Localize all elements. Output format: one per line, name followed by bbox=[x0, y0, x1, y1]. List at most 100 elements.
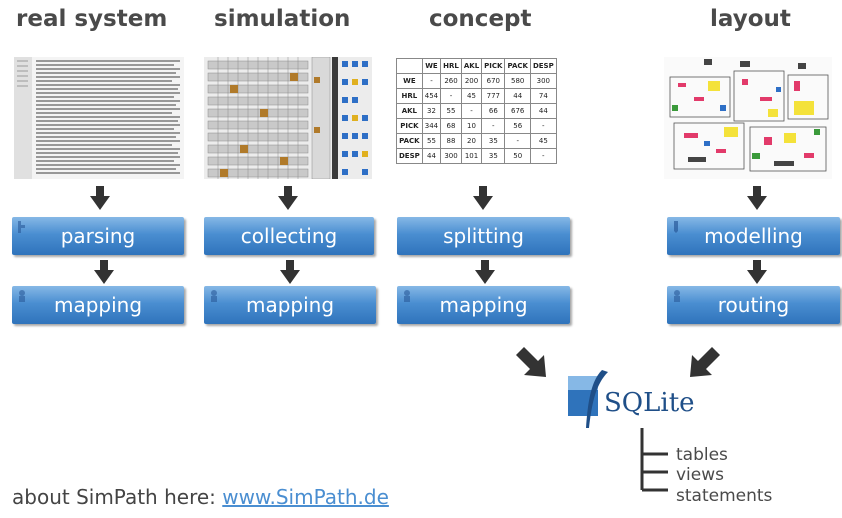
matrix-cell: 260 bbox=[440, 73, 462, 89]
step-mapping: mapping bbox=[204, 286, 376, 324]
matrix-cell: 32 bbox=[421, 103, 442, 119]
matrix-cell: 66 bbox=[481, 103, 506, 119]
step-label: parsing bbox=[60, 224, 136, 248]
matrix-cell: 101 bbox=[460, 148, 483, 164]
matrix-cell: 45 bbox=[529, 133, 557, 149]
step-routing: routing bbox=[667, 286, 840, 324]
matrix-cell: 454 bbox=[421, 88, 442, 104]
matrix-cell: - bbox=[504, 133, 531, 149]
person-icon bbox=[19, 290, 25, 302]
person-icon bbox=[404, 290, 410, 302]
matrix-cell: 344 bbox=[421, 118, 442, 134]
matrix-row: WE - 260 200 670 580 300 bbox=[396, 73, 557, 89]
matrix-header-row: WE HRL AKL PICK PACK DESP bbox=[396, 58, 557, 74]
matrix-cell: - bbox=[529, 148, 557, 164]
footer-text: about SimPath here: bbox=[12, 485, 223, 509]
step-modelling: modelling bbox=[667, 217, 840, 255]
matrix-cell: 50 bbox=[504, 148, 531, 164]
arrow-down-icon bbox=[475, 260, 495, 284]
step-label: mapping bbox=[245, 293, 335, 317]
step-label: mapping bbox=[53, 293, 143, 317]
concept-matrix-thumbnail: WE HRL AKL PICK PACK DESP WE - 260 200 6… bbox=[396, 58, 572, 180]
sqlite-text: SQLite bbox=[604, 388, 695, 418]
matrix-cell: 44 bbox=[421, 148, 442, 164]
matrix-cell: 44 bbox=[504, 88, 531, 104]
step-label: modelling bbox=[704, 224, 803, 248]
gear-icon bbox=[18, 221, 25, 233]
pencil-icon bbox=[674, 221, 678, 233]
step-mapping: mapping bbox=[397, 286, 570, 324]
matrix-cell: 300 bbox=[529, 73, 557, 89]
matrix-cell: WE bbox=[396, 73, 423, 89]
matrix-cell: HRL bbox=[396, 88, 423, 104]
matrix-cell: - bbox=[440, 88, 462, 104]
matrix-cell: PACK bbox=[396, 133, 423, 149]
matrix-cell: 35 bbox=[481, 133, 506, 149]
layout-thumbnail bbox=[664, 57, 832, 179]
matrix-cell: - bbox=[460, 103, 483, 119]
arrow-down-icon bbox=[94, 260, 114, 284]
step-label: mapping bbox=[439, 293, 528, 317]
matrix-cell: 44 bbox=[529, 103, 557, 119]
matrix-cell: DESP bbox=[529, 58, 557, 74]
matrix-cell: - bbox=[421, 73, 442, 89]
matrix-cell: 45 bbox=[460, 88, 483, 104]
footer-note: about SimPath here: www.SimPath.de bbox=[12, 485, 389, 509]
matrix-cell: HRL bbox=[440, 58, 462, 74]
arrow-down-icon bbox=[473, 186, 493, 210]
sqlite-logo: SQLite bbox=[566, 368, 716, 430]
matrix-cell: 200 bbox=[460, 73, 483, 89]
step-label: collecting bbox=[240, 224, 338, 248]
tree-item-statements: statements bbox=[676, 486, 773, 506]
matrix-cell: 580 bbox=[504, 73, 531, 89]
matrix-cell: WE bbox=[421, 58, 442, 74]
matrix-cell: 55 bbox=[440, 103, 462, 119]
matrix-cell: 300 bbox=[440, 148, 462, 164]
footer-link[interactable]: www.SimPath.de bbox=[222, 485, 389, 509]
matrix-cell: 20 bbox=[460, 133, 483, 149]
title-real-system: real system bbox=[16, 6, 168, 32]
arrow-down-icon bbox=[747, 186, 767, 210]
step-label: routing bbox=[717, 293, 790, 317]
matrix-cell: DESP bbox=[396, 148, 423, 164]
matrix-cell: 55 bbox=[421, 133, 442, 149]
matrix-cell: PICK bbox=[481, 58, 506, 74]
arrow-down-icon bbox=[280, 260, 300, 284]
matrix-cell: 35 bbox=[481, 148, 506, 164]
step-label: splitting bbox=[443, 224, 524, 248]
arrow-down-icon bbox=[747, 260, 767, 284]
matrix-row: DESP 44 300 101 35 50 - bbox=[396, 148, 557, 164]
matrix-cell: 56 bbox=[504, 118, 531, 134]
matrix-cell: 670 bbox=[481, 73, 506, 89]
tree-connector bbox=[640, 428, 668, 492]
matrix-row: PICK 344 68 10 - 56 - bbox=[396, 118, 557, 134]
arrow-down-icon bbox=[278, 186, 298, 210]
step-parsing: parsing bbox=[12, 217, 184, 255]
matrix-cell: AKL bbox=[396, 103, 423, 119]
matrix-cell bbox=[396, 58, 423, 74]
step-mapping: mapping bbox=[12, 286, 184, 324]
matrix-cell: 68 bbox=[440, 118, 462, 134]
person-icon bbox=[674, 290, 680, 302]
title-layout: layout bbox=[710, 6, 791, 32]
matrix-cell: PICK bbox=[396, 118, 423, 134]
concept-matrix: WE HRL AKL PICK PACK DESP WE - 260 200 6… bbox=[396, 58, 557, 164]
matrix-cell: 777 bbox=[481, 88, 506, 104]
matrix-cell: 676 bbox=[504, 103, 531, 119]
tree-item-views: views bbox=[676, 465, 725, 485]
matrix-cell: AKL bbox=[460, 58, 483, 74]
arrow-down-icon bbox=[90, 186, 110, 210]
real-system-thumbnail bbox=[14, 57, 184, 179]
sqlite-logo-icon bbox=[568, 370, 608, 428]
tree-item-tables: tables bbox=[676, 445, 728, 465]
matrix-row: HRL 454 - 45 777 44 74 bbox=[396, 88, 557, 104]
matrix-row: PACK 55 88 20 35 - 45 bbox=[396, 133, 557, 149]
title-concept: concept bbox=[429, 6, 532, 32]
arrow-diagonal-icon bbox=[690, 347, 720, 377]
simulation-thumbnail bbox=[204, 57, 372, 179]
matrix-row: AKL 32 55 - 66 676 44 bbox=[396, 103, 557, 119]
title-simulation: simulation bbox=[214, 6, 351, 32]
step-collecting: collecting bbox=[204, 217, 374, 255]
matrix-cell: 88 bbox=[440, 133, 462, 149]
step-splitting: splitting bbox=[397, 217, 570, 255]
